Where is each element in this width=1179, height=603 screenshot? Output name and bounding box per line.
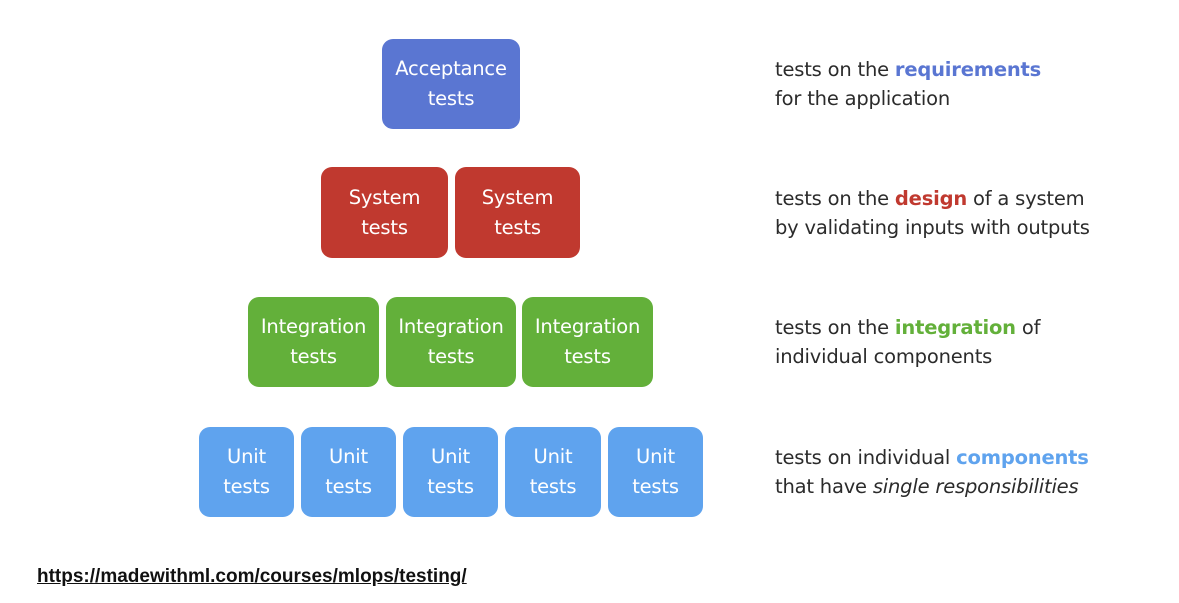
description-text: tests on individual <box>775 446 957 469</box>
box-label-line2: tests <box>427 345 475 368</box>
description-line1: tests on the requirements <box>775 55 1041 84</box>
box-label-line1: Integration <box>398 315 504 338</box>
description-italic: single responsibilities <box>872 475 1079 498</box>
description-text: tests on the <box>775 187 895 210</box>
integration-description: tests on the integration of individual c… <box>775 313 1040 371</box>
box-label-line2: tests <box>494 215 541 239</box>
description-line2: that have single responsibilities <box>775 472 1089 501</box>
box-label-line2: tests <box>564 345 611 368</box>
box-label-line1: Acceptance <box>395 57 507 80</box>
description-text: that have <box>775 475 873 498</box>
unit-tests-box: Unit tests <box>608 427 703 517</box>
box-label-line1: Unit <box>431 445 470 468</box>
description-line1: tests on individual components <box>775 443 1089 472</box>
unit-tests-box: Unit tests <box>403 427 498 517</box>
acceptance-tests-box: Acceptance tests <box>382 39 520 129</box>
description-line1: tests on the design of a system <box>775 184 1090 213</box>
description-keyword: requirements <box>894 58 1042 81</box>
integration-tests-box: Integration tests <box>386 297 516 387</box>
description-line1: tests on the integration of <box>775 313 1040 342</box>
box-label-line1: Unit <box>329 445 368 468</box>
unit-tests-box: Unit tests <box>301 427 396 517</box>
box-label-line1: System <box>348 185 421 209</box>
description-text: tests on the <box>775 316 895 339</box>
unit-tests-box: Unit tests <box>199 427 294 517</box>
unit-tests-box: Unit tests <box>505 427 601 517</box>
integration-tests-box: Integration tests <box>522 297 653 387</box>
box-label-line2: tests <box>361 215 408 239</box>
description-text: of a system <box>967 187 1085 210</box>
description-line2: individual components <box>775 345 993 368</box>
description-keyword: integration <box>894 316 1016 339</box>
description-line2: by validating inputs with outputs <box>775 216 1090 239</box>
box-label-line1: Integration <box>534 315 641 338</box>
box-label-line2: tests <box>427 475 474 498</box>
box-label-line1: Unit <box>636 445 675 468</box>
box-label-line2: tests <box>427 87 475 110</box>
box-label-line2: tests <box>529 475 577 498</box>
box-label-line2: tests <box>223 475 270 498</box>
box-label-line1: Unit <box>227 445 266 468</box>
integration-tests-box: Integration tests <box>248 297 379 387</box>
box-label-line2: tests <box>632 475 679 498</box>
box-label-line1: Integration <box>260 315 367 338</box>
description-text: of <box>1015 316 1041 339</box>
description-keyword: design <box>894 187 968 210</box>
system-tests-box: System tests <box>321 167 448 258</box>
description-text: tests on the <box>775 58 895 81</box>
box-label-line2: tests <box>290 345 337 368</box>
box-label-line2: tests <box>325 475 372 498</box>
box-label-line1: Unit <box>533 445 573 468</box>
description-line2: for the application <box>775 87 950 110</box>
system-description: tests on the design of a system by valid… <box>775 184 1090 242</box>
acceptance-description: tests on the requirements for the applic… <box>775 55 1041 113</box>
unit-description: tests on individual components that have… <box>775 443 1089 501</box>
description-keyword: components <box>956 446 1089 469</box>
box-label-line1: System <box>481 185 554 209</box>
system-tests-box: System tests <box>455 167 580 258</box>
source-link[interactable]: https://madewithml.com/courses/mlops/tes… <box>37 566 467 587</box>
